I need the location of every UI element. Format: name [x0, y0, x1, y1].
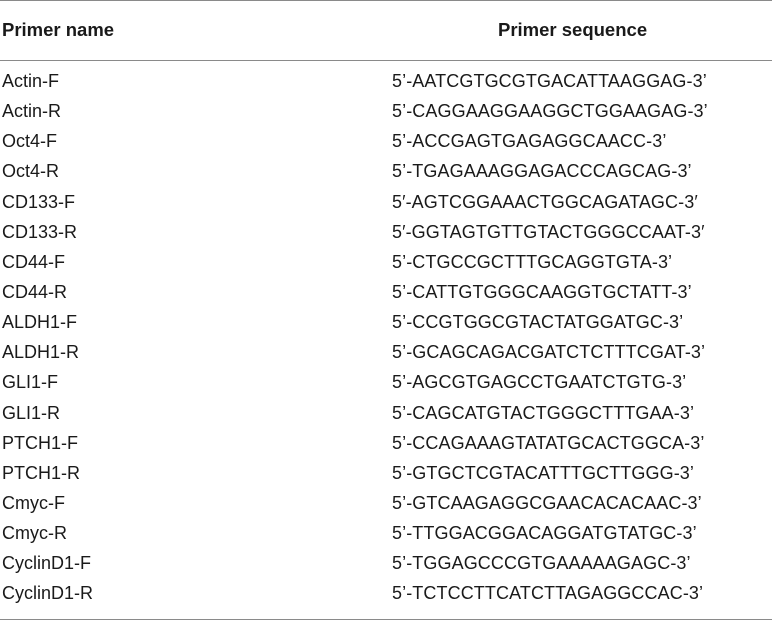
primer-sequence-cell: 5’-TCTCCTTCATCTTAGAGGCCAC-3’: [392, 583, 704, 604]
header-primer-sequence: Primer sequence: [498, 19, 648, 40]
table-row: ALDH1-R 5’-GCAGCAGACGATCTCTTTCGAT-3’: [0, 337, 772, 367]
primer-name-cell: PTCH1-R: [2, 462, 81, 483]
table-row: CyclinD1-F 5’-TGGAGCCCGTGAAAAAGAGC-3’: [0, 548, 772, 578]
table-bottom-rule: [0, 619, 772, 620]
primer-name-cell: ALDH1-F: [2, 312, 78, 333]
header-primer-name: Primer name: [2, 19, 115, 40]
primer-sequence-cell: 5’-GTCAAGAGGCGAACACACAAC-3’: [392, 492, 702, 513]
primer-sequence-cell: 5’-AATCGTGCGTGACATTAAGGAG-3’: [392, 71, 707, 91]
table-row: PTCH1-F 5’-CCAGAAAGTATATGCACTGGCA-3’: [0, 428, 772, 458]
table-row: Actin-F 5’-AATCGTGCGTGACATTAAGGAG-3’: [0, 66, 772, 96]
primer-sequence-cell: 5’-CAGCATGTACTGGGCTTTGAA-3’: [392, 402, 695, 423]
table-row: GLI1-R 5’-CAGCATGTACTGGGCTTTGAA-3’: [0, 398, 772, 428]
table-top-rule: [0, 0, 772, 1]
primer-sequence-cell: 5’-AGCGTGAGCCTGAATCTGTG-3’: [392, 372, 687, 393]
primer-name-cell: GLI1-F: [2, 372, 59, 393]
primer-name-cell: CD133-R: [2, 221, 78, 242]
primer-name-cell: Cmyc-F: [2, 492, 65, 513]
primer-name-cell: CD44-R: [2, 281, 68, 302]
table-header: Primer name Primer sequence: [0, 0, 772, 60]
primer-name-cell: Actin-R: [2, 101, 62, 122]
table-row: Cmyc-F 5’-GTCAAGAGGCGAACACACAAC-3’: [0, 488, 772, 518]
table-row: CD44-F 5’-CTGCCGCTTTGCAGGTGTA-3’: [0, 247, 772, 277]
table-body: Actin-F 5’-AATCGTGCGTGACATTAAGGAG-3’ Act…: [0, 66, 772, 609]
table-row: ALDH1-F 5’-CCGTGGCGTACTATGGATGC-3’: [0, 307, 772, 337]
primer-sequence-cell: 5’-CAGGAAGGAAGGCTGGAAGAG-3’: [392, 101, 708, 122]
primer-name-cell: Cmyc-R: [2, 523, 67, 544]
primer-name-cell: PTCH1-F: [2, 432, 78, 453]
table-row: Actin-R 5’-CAGGAAGGAAGGCTGGAAGAG-3’: [0, 96, 772, 126]
primer-sequence-cell: 5’-GCAGCAGACGATCTCTTTCGAT-3’: [392, 342, 706, 363]
table-row: PTCH1-R 5’-GTGCTCGTACATTTGCTTGGG-3’: [0, 458, 772, 488]
table-row: CD133-F 5′-AGTCGGAAACTGGCAGATAGC-3′: [0, 187, 772, 217]
table-row: Cmyc-R 5’-TTGGACGGACAGGATGTATGC-3’: [0, 518, 772, 548]
primer-sequence-cell: 5’-GTGCTCGTACATTTGCTTGGG-3’: [392, 462, 695, 483]
primer-name-cell: GLI1-R: [2, 402, 61, 423]
primer-sequence-cell: 5′-GGTAGTGTTGTACTGGGCCAAT-3′: [392, 221, 705, 242]
table-row: CD44-R 5’-CATTGTGGGCAAGGTGCTATT-3’: [0, 277, 772, 307]
table-row: GLI1-F 5’-AGCGTGAGCCTGAATCTGTG-3’: [0, 367, 772, 397]
primer-sequence-cell: 5’-CTGCCGCTTTGCAGGTGTA-3’: [392, 251, 673, 272]
primer-name-cell: Oct4-R: [2, 161, 60, 182]
primer-sequence-cell: 5’-TTGGACGGACAGGATGTATGC-3’: [392, 523, 697, 544]
table-row: Oct4-F 5’-ACCGAGTGAGAGGCAACC-3’: [0, 126, 772, 156]
primer-name-cell: ALDH1-R: [2, 342, 80, 363]
primer-sequence-cell: 5′-AGTCGGAAACTGGCAGATAGC-3′: [392, 191, 698, 212]
primer-sequence-cell: 5’-CCAGAAAGTATATGCACTGGCA-3’: [392, 432, 705, 453]
primer-name-cell: CyclinD1-R: [2, 583, 94, 604]
table-row: CyclinD1-R 5’-TCTCCTTCATCTTAGAGGCCAC-3’: [0, 578, 772, 608]
table-header-rule: [0, 60, 772, 61]
table-row: Oct4-R 5’-TGAGAAAGGAGACCCAGCAG-3’: [0, 156, 772, 186]
primer-name-cell: Actin-F: [2, 71, 60, 91]
primer-sequence-cell: 5’-CCGTGGCGTACTATGGATGC-3’: [392, 312, 684, 333]
primer-sequence-cell: 5’-CATTGTGGGCAAGGTGCTATT-3’: [392, 281, 692, 302]
primer-sequence-cell: 5’-TGGAGCCCGTGAAAAAGAGC-3’: [392, 553, 691, 574]
primer-sequence-cell: 5’-TGAGAAAGGAGACCCAGCAG-3’: [392, 161, 692, 182]
primer-sequence-cell: 5’-ACCGAGTGAGAGGCAACC-3’: [392, 131, 667, 152]
table-row: CD133-R 5′-GGTAGTGTTGTACTGGGCCAAT-3′: [0, 217, 772, 247]
primer-name-cell: CD133-F: [2, 191, 76, 212]
primer-name-cell: CD44-F: [2, 251, 66, 272]
primer-name-cell: Oct4-F: [2, 131, 58, 152]
primer-name-cell: CyclinD1-F: [2, 553, 92, 574]
